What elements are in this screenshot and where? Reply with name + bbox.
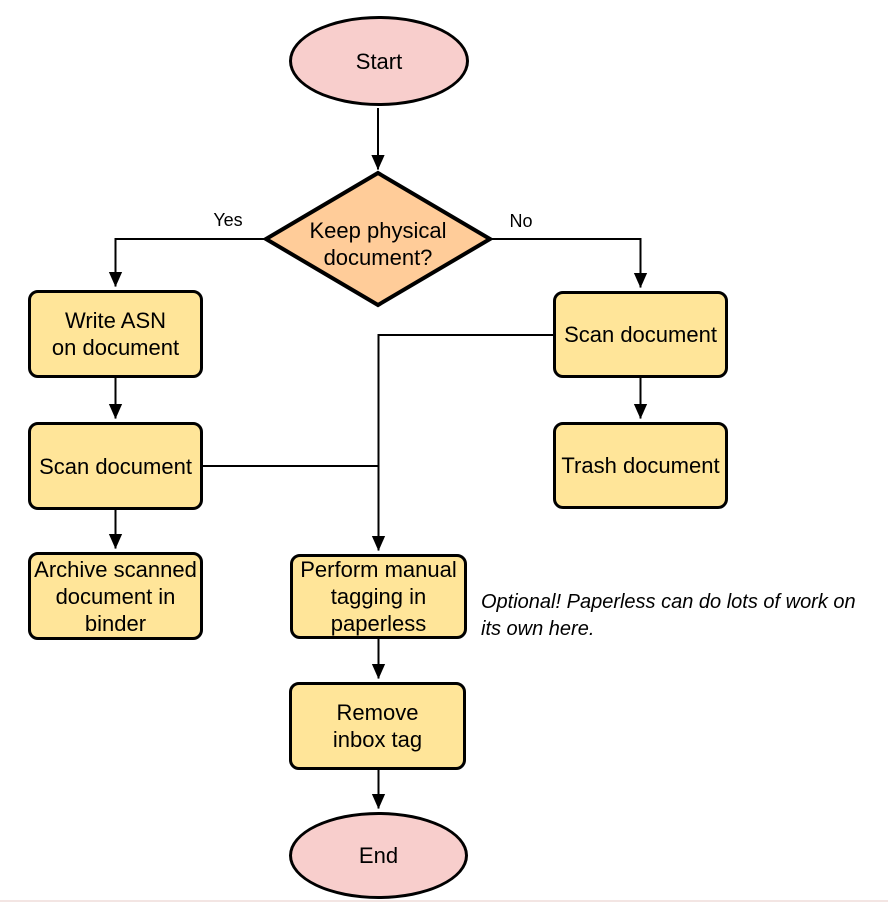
- node-write-asn-label: Write ASN on document: [51, 308, 180, 360]
- node-write-asn: Write ASN on document: [28, 290, 203, 378]
- edge-label-yes: Yes: [213, 210, 243, 230]
- edge-label-no: No: [509, 211, 533, 231]
- edge-decision-no-to-scan-right: [490, 238, 648, 288]
- node-scan-document-left-label: Scan document: [39, 453, 192, 479]
- node-decision: Keep physical document?: [266, 178, 490, 310]
- node-end: End: [289, 812, 468, 899]
- node-remove-inbox-tag-label: Remove inbox tag: [332, 700, 423, 752]
- node-trash-document-label: Trash document: [561, 453, 720, 478]
- node-archive-scanned: Archive scanned document in binder: [28, 552, 203, 640]
- node-start-label: Start: [355, 48, 403, 74]
- node-decision-label: Keep physical document?: [309, 218, 447, 270]
- bottom-divider-line: [0, 900, 888, 902]
- node-scan-document-right: Scan document: [553, 291, 728, 378]
- node-manual-tagging: Perform manual tagging in paperless: [290, 554, 467, 639]
- edge-scan-right-to-tagging: [371, 334, 553, 551]
- node-manual-tagging-label: Perform manual tagging in paperless: [300, 557, 457, 636]
- edge-decision-yes-to-write-asn: [108, 238, 266, 287]
- node-scan-document-right-label: Scan document: [564, 322, 717, 347]
- node-trash-document: Trash document: [553, 422, 728, 509]
- node-remove-inbox-tag: Remove inbox tag: [289, 682, 466, 770]
- node-archive-scanned-label: Archive scanned document in binder: [34, 556, 197, 636]
- node-scan-document-left: Scan document: [28, 422, 203, 510]
- annotation-optional-note: Optional! Paperless can do lots of work …: [481, 591, 856, 640]
- node-start: Start: [289, 16, 469, 106]
- node-end-label: End: [358, 843, 399, 868]
- decision-diamond-shape: [262, 170, 494, 308]
